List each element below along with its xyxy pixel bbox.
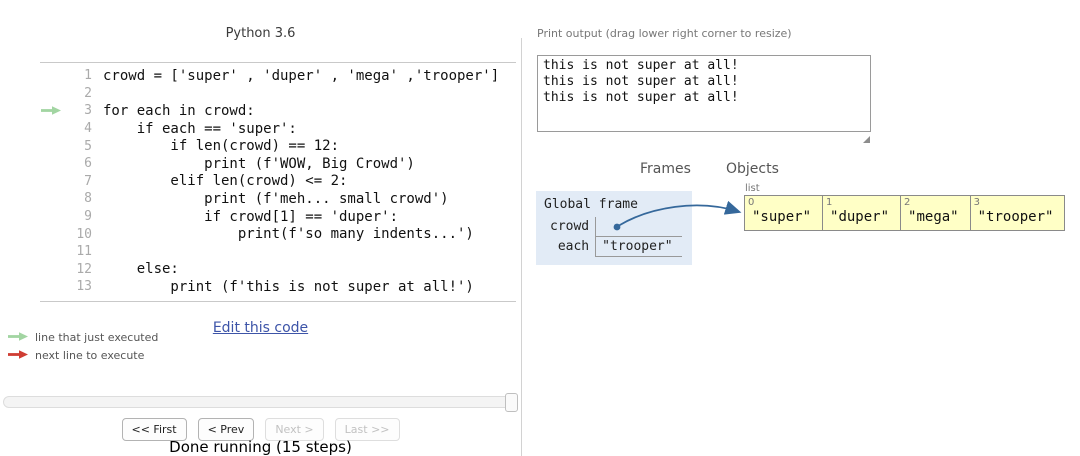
code-text: crowd = ['super' , 'duper' , 'mega' ,'tr…: [103, 67, 500, 84]
code-line: 4 if each == 'super':: [40, 120, 516, 138]
edit-code-link[interactable]: Edit this code: [212, 320, 309, 336]
legend-executed: line that just executed: [7, 331, 158, 344]
next-step-button[interactable]: Next >: [265, 418, 324, 441]
line-number: 13: [76, 279, 92, 295]
objects-header: Objects: [726, 161, 779, 177]
line-number: 9: [84, 209, 92, 225]
line-number: 11: [76, 244, 92, 260]
code-lines: 1 crowd = ['super' , 'duper' , 'mega' ,'t…: [40, 62, 516, 302]
code-line: 8 print (f'meh... small crowd'): [40, 190, 516, 208]
frame-variables: crowd each "trooper": [544, 217, 682, 257]
line-number: 7: [84, 173, 92, 189]
variable-value: [595, 217, 682, 237]
variable-name: crowd: [550, 219, 590, 234]
language-version-label: Python 3.6: [225, 26, 296, 41]
line-number: 12: [76, 261, 92, 277]
code-line: 5 if len(crowd) == 12:: [40, 137, 516, 155]
executed-arrow-icon: [7, 331, 28, 344]
frame-variable-row: crowd: [544, 217, 682, 237]
code-line: 2: [40, 85, 516, 103]
list-cell-value: "duper": [830, 209, 890, 225]
list-cell-index: 0: [748, 197, 755, 208]
code-line: 13 print (f'this is not super at all!'): [40, 278, 516, 296]
list-cell-value: "trooper": [977, 209, 1054, 225]
code-text: if len(crowd) == 12:: [103, 138, 340, 155]
print-output-textarea[interactable]: this is not super at all! this is not su…: [537, 55, 871, 132]
legend-next-label: next line to execute: [35, 349, 145, 362]
legend-next: next line to execute: [7, 349, 144, 362]
code-line: 7 elif len(crowd) <= 2:: [40, 173, 516, 191]
next-arrow-icon: [7, 349, 28, 362]
code-line: 3 for each in crowd:: [40, 102, 516, 120]
code-text: if each == 'super':: [103, 120, 297, 137]
list-cell: 1"duper": [822, 195, 902, 231]
heap-list-type-label: list: [745, 183, 760, 194]
slider-handle[interactable]: [505, 393, 518, 412]
frame-variable-row: each "trooper": [544, 236, 682, 257]
first-step-button[interactable]: << First: [121, 418, 187, 441]
execution-status-text: Done running (15 steps): [169, 438, 352, 456]
line-number: 1: [84, 68, 92, 84]
list-cell-value: "super": [752, 209, 812, 225]
variable-name: each: [557, 238, 590, 254]
prev-step-button[interactable]: < Prev: [197, 418, 255, 441]
pane-divider: [521, 38, 522, 456]
line-number: 10: [76, 226, 92, 242]
code-pane: Python 3.6 1 crowd = ['super' , 'duper' ,…: [0, 0, 521, 456]
visualization-pane: Print output (drag lower right corner to…: [536, 0, 1080, 456]
global-frame-title: Global frame: [544, 197, 638, 212]
code-line: 6 print (f'WOW, Big Crowd'): [40, 155, 516, 173]
list-cell-value: "mega": [908, 209, 959, 225]
code-text: print (f'WOW, Big Crowd'): [103, 155, 415, 172]
list-cell: 3"trooper": [969, 195, 1066, 231]
execution-step-slider[interactable]: [3, 393, 518, 412]
variable-value: "trooper": [595, 236, 682, 257]
code-text: print (f'meh... small crowd'): [103, 190, 449, 207]
executed-line-arrow-icon: [40, 106, 66, 116]
code-text: else:: [103, 261, 179, 278]
line-number: 2: [84, 85, 92, 101]
list-cell: 0"super": [744, 195, 824, 231]
code-text: elif len(crowd) <= 2:: [103, 173, 348, 190]
list-cell-index: 1: [826, 197, 833, 208]
line-number: 8: [84, 191, 92, 207]
list-cell-index: 2: [904, 197, 911, 208]
code-line: 10 print(f'so many indents...'): [40, 225, 516, 243]
line-number: 3: [84, 103, 92, 119]
legend-executed-label: line that just executed: [35, 331, 159, 344]
code-text: print(f'so many indents...'): [103, 226, 474, 243]
code-line: 9 if crowd[1] == 'duper':: [40, 208, 516, 226]
code-text: for each in crowd:: [103, 102, 255, 119]
line-number: 4: [84, 121, 92, 137]
list-cell-index: 3: [973, 197, 980, 208]
heap-list-object: 0"super"1"duper"2"mega"3"trooper": [744, 195, 1066, 231]
line-number: 6: [84, 156, 92, 172]
resize-handle-icon[interactable]: [863, 136, 870, 143]
print-output-label: Print output (drag lower right corner to…: [537, 27, 792, 40]
code-line: 12 else:: [40, 261, 516, 279]
last-step-button[interactable]: Last >>: [334, 418, 400, 441]
code-line: 1 crowd = ['super' , 'duper' , 'mega' ,'t…: [40, 67, 516, 85]
frames-header: Frames: [640, 161, 691, 177]
global-frame: Global frame crowd each "trooper": [536, 191, 692, 265]
code-line: 11: [40, 243, 516, 261]
line-number: 5: [84, 138, 92, 154]
list-cell: 2"mega": [900, 195, 971, 231]
code-text: print (f'this is not super at all!'): [103, 278, 474, 295]
code-text: if crowd[1] == 'duper':: [103, 208, 399, 225]
